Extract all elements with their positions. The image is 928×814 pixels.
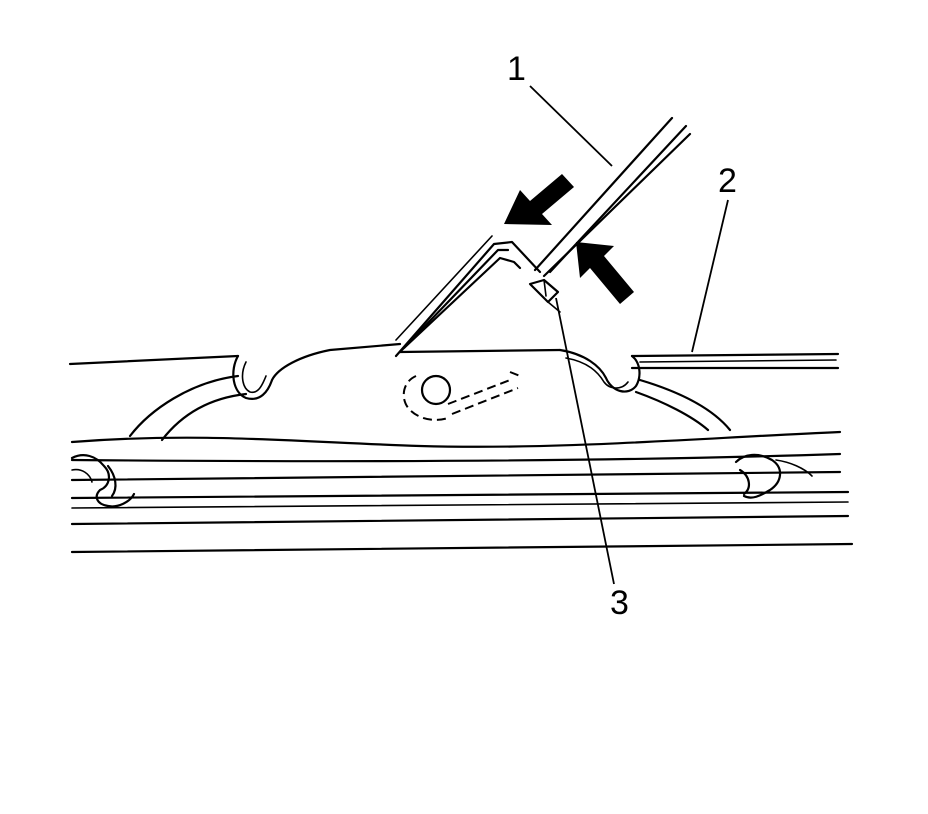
wiper-blade <box>68 342 854 554</box>
wiper-arm <box>394 116 692 358</box>
retaining-tab <box>528 278 561 313</box>
callout-1-leader <box>529 85 613 167</box>
arrow-lift-icon <box>576 242 634 304</box>
callout-2-label: 2 <box>718 162 737 200</box>
callout-2-leader <box>691 199 729 353</box>
callout-3-label: 3 <box>610 584 629 622</box>
callout-3-leader <box>555 297 615 585</box>
callout-1-label: 1 <box>507 50 526 88</box>
arrow-push-icon <box>504 174 574 225</box>
